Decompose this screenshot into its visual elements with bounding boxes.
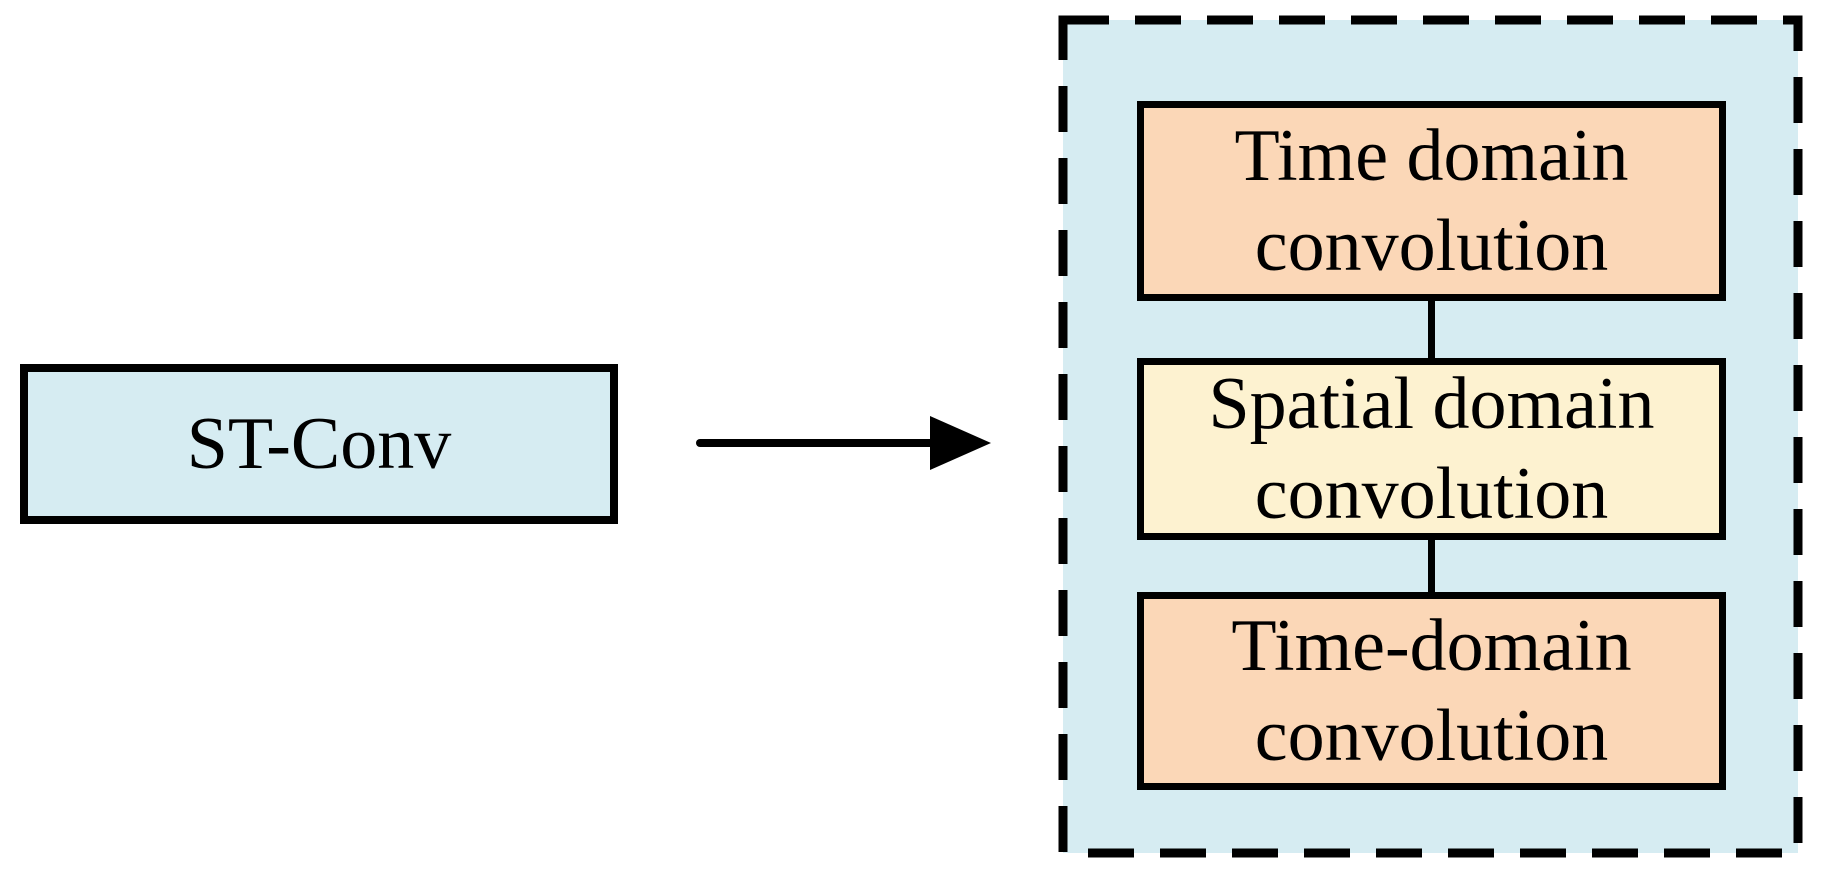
time-domain-convolution-top-box: Time domain convolution bbox=[1137, 101, 1726, 301]
time-domain-convolution-bottom-label: Time-domain convolution bbox=[1231, 605, 1632, 777]
spatial-domain-convolution-label: Spatial domain convolution bbox=[1208, 363, 1655, 535]
flow-arrow-icon bbox=[696, 416, 991, 470]
st-conv-box: ST-Conv bbox=[20, 364, 618, 524]
spatial-domain-convolution-box: Spatial domain convolution bbox=[1137, 358, 1726, 540]
st-conv-label: ST-Conv bbox=[186, 403, 452, 485]
time-domain-convolution-top-label: Time domain convolution bbox=[1234, 115, 1629, 287]
time-domain-convolution-bottom-box: Time-domain convolution bbox=[1137, 592, 1726, 790]
